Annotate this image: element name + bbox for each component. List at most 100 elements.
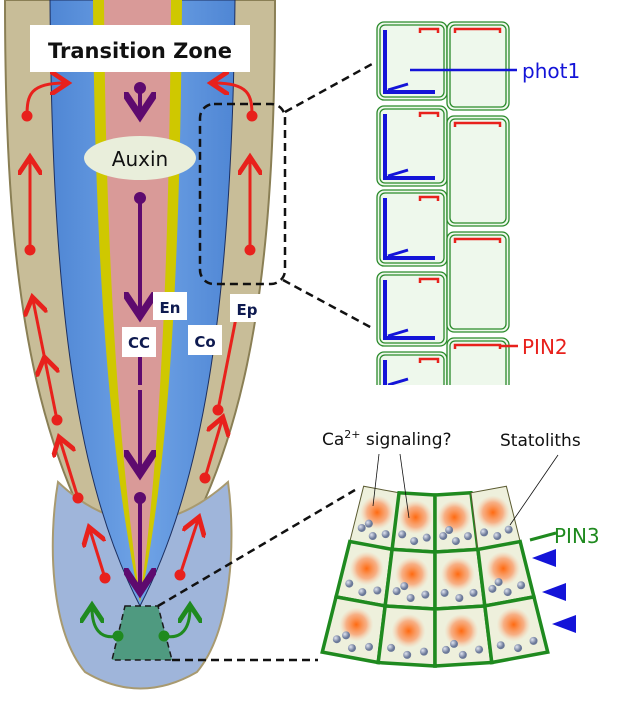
pin2-label: PIN2: [522, 335, 568, 359]
auxin-flow-arrows: [136, 82, 144, 588]
statoliths-label: Statoliths: [500, 431, 581, 451]
statolith: [439, 531, 448, 540]
pin2-marker: [418, 111, 440, 117]
pin2-marker: [453, 121, 502, 127]
statolith: [421, 590, 430, 599]
statolith: [373, 586, 382, 595]
ca-signal-glow: [388, 550, 437, 599]
pin2-marker: [418, 195, 440, 201]
columella-cell: [320, 594, 388, 665]
statolith: [406, 593, 415, 602]
ca-signaling-label: Ca2+ signaling?: [322, 428, 452, 450]
statolith: [517, 581, 526, 590]
statolith: [529, 636, 538, 645]
epidermis-callout: [157, 62, 373, 662]
pin3-label: PIN3: [554, 524, 600, 548]
ca-signal-glow: [479, 544, 528, 593]
statolith: [463, 532, 472, 541]
columella-cell: [430, 490, 480, 554]
epidermis-cell: [376, 105, 448, 187]
ca-signal-glow: [489, 600, 538, 649]
statolith: [392, 587, 401, 596]
central-cylinder-label: CC: [128, 334, 150, 352]
cortex-cell: [446, 115, 510, 227]
pin3-flow-arrows: [92, 608, 190, 642]
statolith: [480, 528, 489, 537]
epidermis-cell: [376, 271, 448, 347]
statolith: [364, 519, 373, 528]
columella-cell: [482, 594, 550, 665]
statolith: [332, 635, 341, 644]
statolith: [475, 645, 484, 654]
statolith: [504, 525, 513, 534]
blue-triangle-marker: [542, 583, 566, 601]
ca-signal-glow: [433, 550, 482, 599]
statolith: [469, 588, 478, 597]
columella-cell-panel: [320, 485, 550, 668]
statolith: [493, 532, 502, 541]
phot1-marker: [383, 280, 435, 340]
pin2-marker: [418, 357, 440, 363]
statolith: [496, 641, 505, 650]
pin2-marker: [418, 277, 440, 283]
statolith: [419, 647, 428, 656]
cortex-cell: [446, 231, 510, 333]
columella-cell: [468, 485, 521, 550]
endodermis-label: En: [160, 299, 181, 317]
columella-cell: [433, 547, 487, 611]
ca-signal-glow: [384, 606, 433, 656]
pin2-marker: [453, 237, 502, 243]
pin2-marker: [418, 27, 440, 33]
transition-zone-box: [30, 25, 250, 72]
ca-signal-glow: [391, 493, 440, 542]
statolith: [381, 530, 390, 539]
statolith: [488, 584, 497, 593]
transition-zone-label: Transition Zone: [48, 39, 232, 63]
statolith: [365, 642, 374, 651]
columella-cell: [376, 604, 437, 668]
columella-cell: [433, 604, 494, 668]
cortex-cell: [446, 21, 510, 111]
statolith: [400, 582, 409, 591]
statolith: [458, 650, 467, 659]
statolith: [494, 578, 503, 587]
phot1-label: phot1: [522, 59, 580, 83]
statolith: [342, 631, 351, 640]
auxin-label: Auxin: [112, 147, 168, 171]
statolith: [403, 650, 412, 659]
pin2-flow-arrows: [23, 83, 256, 584]
statolith: [387, 643, 396, 652]
epidermis-cell-panel: [372, 21, 517, 405]
statolith: [357, 523, 366, 532]
statolith: [440, 588, 449, 597]
columella-region: [111, 605, 173, 661]
statolith: [358, 588, 367, 597]
epidermis-label: Ep: [237, 301, 258, 319]
statolith: [451, 537, 460, 546]
statolith: [449, 639, 458, 648]
blue-triangle-marker: [552, 615, 576, 633]
epidermis-cell: [376, 21, 448, 101]
statolith: [503, 588, 512, 597]
statolith: [455, 593, 464, 602]
auxin-ellipse: [84, 136, 196, 180]
ca-signal-glow: [430, 493, 479, 542]
columella-cell: [475, 539, 537, 609]
columella-cell: [390, 490, 440, 554]
statolith: [445, 526, 454, 535]
statolith: [398, 530, 407, 539]
statolith: [422, 533, 431, 542]
ca-signal-glow: [437, 606, 486, 656]
phot1-marker: [383, 198, 435, 260]
epidermis-cell: [376, 189, 448, 267]
phot1-marker: [383, 30, 435, 94]
statolith: [441, 645, 450, 654]
pin2-marker: [453, 27, 502, 33]
ca-signal-glow: [342, 544, 391, 593]
columella-cell: [333, 539, 395, 609]
statolith: [345, 579, 354, 588]
cortex-label: Co: [194, 333, 215, 351]
ca-signal-glow: [468, 488, 517, 537]
